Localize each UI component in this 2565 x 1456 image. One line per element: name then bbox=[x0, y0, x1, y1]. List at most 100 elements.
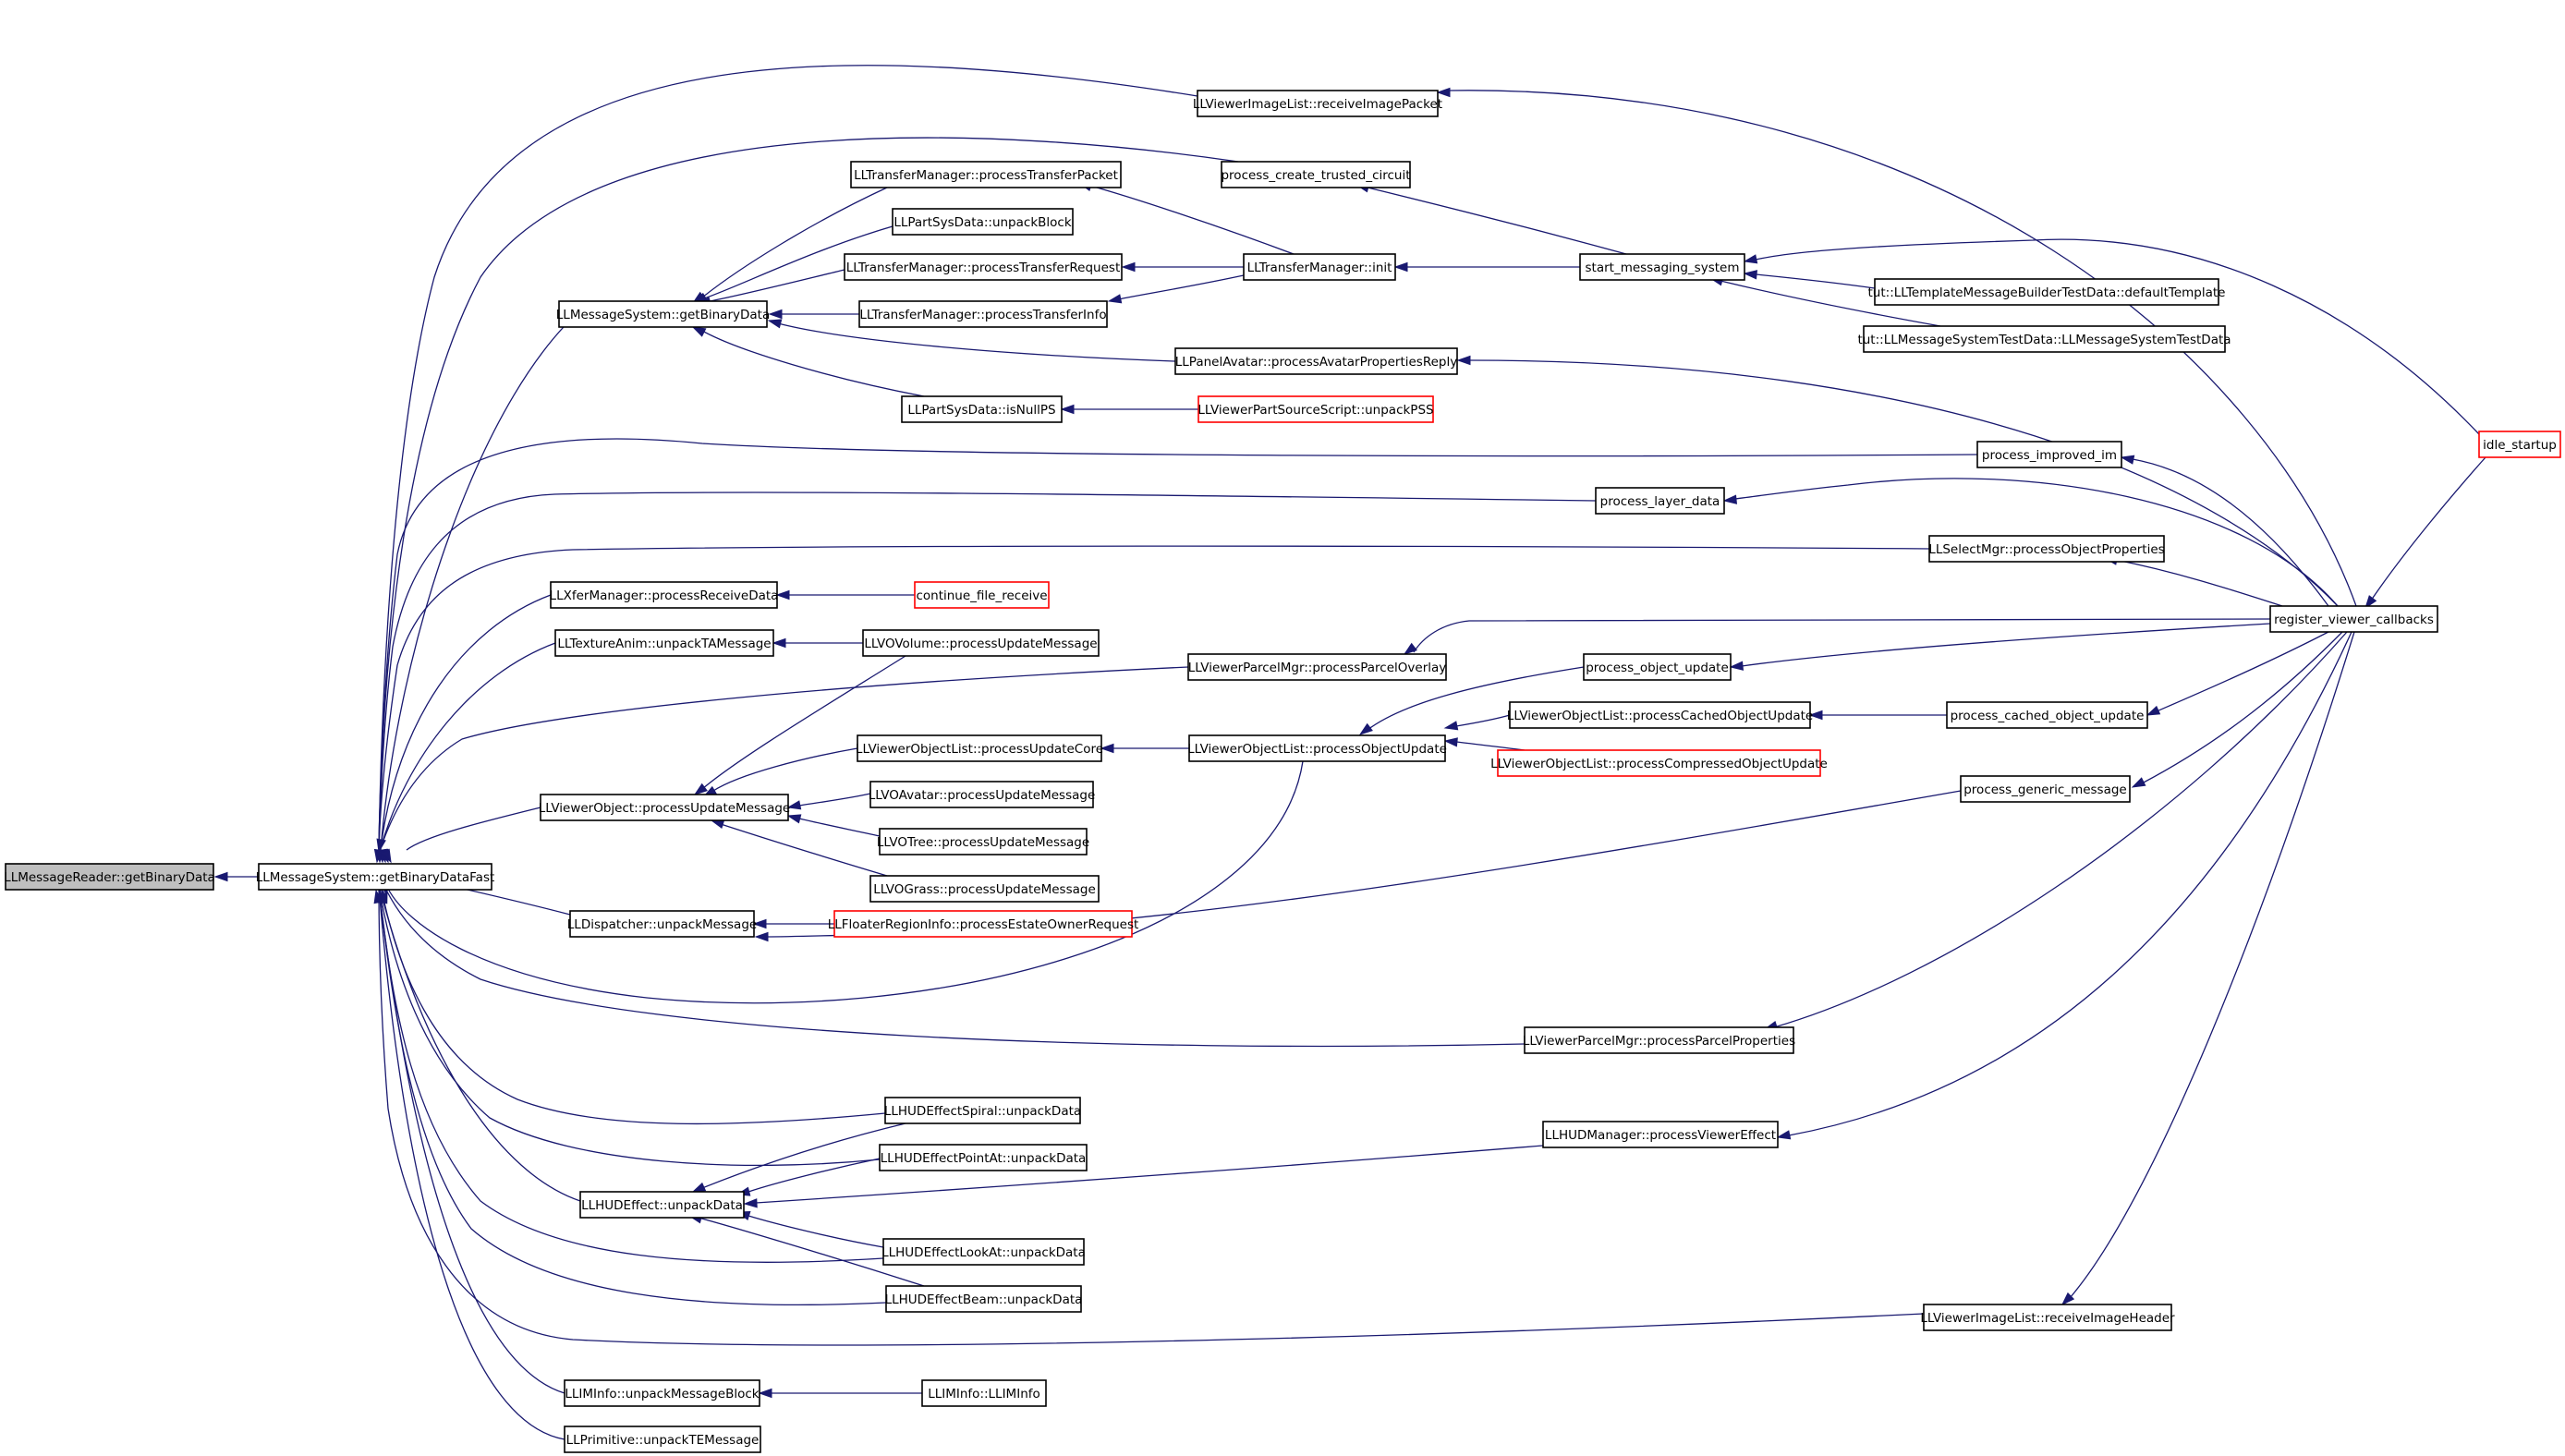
node-olist-compressed[interactable]: LLViewerObjectList::processCompressedObj… bbox=[1490, 749, 1828, 777]
node-tm-info[interactable]: LLTransferManager::processTransferInfo bbox=[858, 300, 1108, 328]
node-parcel-props[interactable]: LLViewerParcelMgr::processParcelProperti… bbox=[1523, 1026, 1795, 1054]
node-label: LLViewerImageList::receiveImageHeader bbox=[1920, 1311, 2175, 1326]
node-avatar-props[interactable]: LLPanelAvatar::processAvatarPropertiesRe… bbox=[1174, 347, 1458, 375]
node-tm-packet[interactable]: LLTransferManager::processTransferPacket bbox=[850, 161, 1122, 188]
edge-hud_effect-to-fast bbox=[378, 884, 581, 1202]
call-graph-nodes: LLMessageReader::getBinaryData LLMessageS… bbox=[4, 90, 2561, 1453]
node-box bbox=[1595, 487, 1725, 515]
node-improved-im[interactable]: process_improved_im bbox=[1976, 441, 2122, 468]
node-estate-owner[interactable]: LLFloaterRegionInfo::processEstateOwnerR… bbox=[828, 910, 1139, 938]
node-file-recv[interactable]: continue_file_receive bbox=[914, 581, 1050, 609]
node-vograss[interactable]: LLVOGrass::processUpdateMessage bbox=[869, 875, 1100, 903]
edge-hud_lookat-to-fast bbox=[378, 884, 884, 1263]
edge-register-to-cached_update bbox=[2146, 631, 2329, 716]
node-label: LLVOVolume::processUpdateMessage bbox=[864, 637, 1097, 651]
node-tut-msgsys[interactable]: tut::LLMessageSystemTestData::LLMessageS… bbox=[1857, 325, 2231, 353]
edge-arrowhead-incoming-fast bbox=[381, 848, 392, 864]
edge-line bbox=[1367, 187, 1627, 255]
node-label: LLXferManager::processReceiveData bbox=[550, 588, 779, 603]
node-ps-unpack[interactable]: LLPartSysData::unpackBlock bbox=[892, 208, 1074, 236]
node-getbin[interactable]: LLMessageSystem::getBinaryData bbox=[556, 300, 770, 328]
node-hud-viewer[interactable]: LLHUDManager::processViewerEffect bbox=[1542, 1121, 1779, 1148]
edge-olist_cached-to-olist_update bbox=[1443, 714, 1511, 731]
edge-arrowhead bbox=[1456, 355, 1471, 366]
edge-line bbox=[701, 330, 925, 397]
node-label: LLViewerPartSourceScript::unpackPSS bbox=[1197, 403, 1433, 418]
node-box bbox=[558, 300, 768, 328]
node-box bbox=[879, 1144, 1088, 1171]
edge-tex_anim-to-fast bbox=[380, 642, 556, 849]
node-pss[interactable]: LLViewerPartSourceScript::unpackPSS bbox=[1197, 395, 1434, 423]
node-hud-beam[interactable]: LLHUDEffectBeam::unpackData bbox=[885, 1285, 1083, 1313]
node-box bbox=[550, 581, 778, 609]
node-img-packet[interactable]: LLViewerImageList::receiveImagePacket bbox=[1193, 90, 1442, 117]
edge-hud_beam-to-fast bbox=[378, 884, 887, 1306]
edge-avatar_props-to-getbin bbox=[767, 319, 1176, 362]
edge-register-to-obj_update bbox=[1729, 623, 2271, 671]
node-primitive[interactable]: LLPrimitive::unpackTEMessage bbox=[564, 1426, 761, 1453]
node-tm-init[interactable]: LLTransferManager::init bbox=[1243, 253, 1396, 281]
node-tut-template[interactable]: tut::LLTemplateMessageBuilderTestData::d… bbox=[1868, 278, 2226, 306]
node-label: LLVOGrass::processUpdateMessage bbox=[873, 882, 1096, 897]
node-hud-pointat[interactable]: LLHUDEffectPointAt::unpackData bbox=[879, 1144, 1088, 1171]
node-tex-anim[interactable]: LLTextureAnim::unpackTAMessage bbox=[554, 629, 774, 657]
node-olist-core[interactable]: LLViewerObjectList::processUpdateCore bbox=[856, 734, 1103, 762]
edge-line bbox=[701, 187, 888, 298]
node-label: process_layer_data bbox=[1600, 494, 1720, 509]
node-dispatcher[interactable]: LLDispatcher::unpackMessage bbox=[567, 910, 757, 938]
node-im-block[interactable]: LLIMInfo::unpackMessageBlock bbox=[564, 1379, 760, 1407]
edge-tm_init-to-tm_packet bbox=[1077, 182, 1295, 255]
edge-line bbox=[378, 545, 1930, 849]
node-select-props[interactable]: LLSelectMgr::processObjectProperties bbox=[1928, 535, 2165, 563]
node-cached-update[interactable]: process_cached_object_update bbox=[1946, 701, 2148, 729]
edge-arrowhead bbox=[1436, 87, 1451, 98]
node-hud-spiral[interactable]: LLHUDEffectSpiral::unpackData bbox=[884, 1097, 1081, 1124]
node-reader[interactable]: LLMessageReader::getBinaryData bbox=[4, 863, 215, 891]
edge-line bbox=[2156, 631, 2329, 712]
node-start-msg[interactable]: start_messaging_system bbox=[1579, 253, 1745, 281]
node-votree[interactable]: LLVOTree::processUpdateMessage bbox=[877, 828, 1089, 855]
node-img-header[interactable]: LLViewerImageList::receiveImageHeader bbox=[1920, 1304, 2175, 1331]
edge-line bbox=[378, 65, 1198, 849]
node-label: continue_file_receive bbox=[916, 588, 1047, 603]
edge-arrowhead bbox=[2131, 777, 2146, 788]
node-olist-cached[interactable]: LLViewerObjectList::processCachedObjectU… bbox=[1507, 701, 1813, 729]
node-trusted[interactable]: process_create_trusted_circuit bbox=[1221, 161, 1411, 188]
edge-line bbox=[709, 269, 845, 302]
node-box bbox=[882, 1238, 1085, 1266]
node-olist-update[interactable]: LLViewerObjectList::processObjectUpdate bbox=[1187, 734, 1447, 762]
edge-arrowhead bbox=[772, 637, 786, 649]
node-box bbox=[1497, 749, 1821, 777]
node-obj-update[interactable]: process_object_update bbox=[1583, 653, 1732, 681]
node-idle[interactable]: idle_startup bbox=[2478, 431, 2561, 458]
edge-primitive-to-fast bbox=[378, 886, 565, 1440]
edge-start_msg-to-tm_init bbox=[1393, 261, 1580, 273]
node-hud-lookat[interactable]: LLHUDEffectLookAt::unpackData bbox=[881, 1238, 1086, 1266]
node-box bbox=[879, 828, 1088, 855]
node-hud-effect[interactable]: LLHUDEffect::unpackData bbox=[579, 1191, 745, 1219]
node-im-info[interactable]: LLIMInfo::LLIMInfo bbox=[921, 1379, 1047, 1407]
node-label: LLDispatcher::unpackMessage bbox=[567, 917, 757, 932]
node-vo-update[interactable]: LLViewerObject::processUpdateMessage bbox=[539, 794, 790, 821]
edge-arrowhead bbox=[1060, 404, 1075, 415]
node-fast[interactable]: LLMessageSystem::getBinaryDataFast bbox=[256, 863, 495, 891]
edge-arrowhead bbox=[1403, 642, 1417, 655]
edge-tm_init-to-tm_request bbox=[1121, 261, 1244, 273]
edge-tm_request-to-getbin bbox=[697, 269, 845, 306]
node-label: LLHUDManager::processViewerEffect bbox=[1545, 1128, 1776, 1143]
node-tm-request[interactable]: LLTransferManager::processTransferReques… bbox=[844, 253, 1123, 281]
node-label: LLTransferManager::processTransferPacket bbox=[854, 168, 1118, 183]
node-vovolume[interactable]: LLVOVolume::processUpdateMessage bbox=[862, 629, 1100, 657]
edge-arrowhead bbox=[2146, 705, 2161, 716]
call-graph-edges bbox=[213, 65, 2486, 1440]
node-layer-data[interactable]: process_layer_data bbox=[1595, 487, 1725, 515]
node-register[interactable]: register_viewer_callbacks bbox=[2269, 605, 2438, 633]
edge-vovolume-to-vo_update bbox=[693, 655, 906, 795]
node-generic-msg[interactable]: process_generic_message bbox=[1960, 775, 2131, 803]
node-label: LLIMInfo::unpackMessageBlock bbox=[565, 1387, 759, 1401]
node-parcel-overlay[interactable]: LLViewerParcelMgr::processParcelOverlay bbox=[1187, 653, 1447, 681]
node-box bbox=[1946, 701, 2148, 729]
node-voavatar[interactable]: LLVOAvatar::processUpdateMessage bbox=[869, 781, 1096, 808]
node-ps-isnull[interactable]: LLPartSysData::isNullPS bbox=[901, 395, 1063, 423]
node-xfer[interactable]: LLXferManager::processReceiveData bbox=[550, 581, 779, 609]
